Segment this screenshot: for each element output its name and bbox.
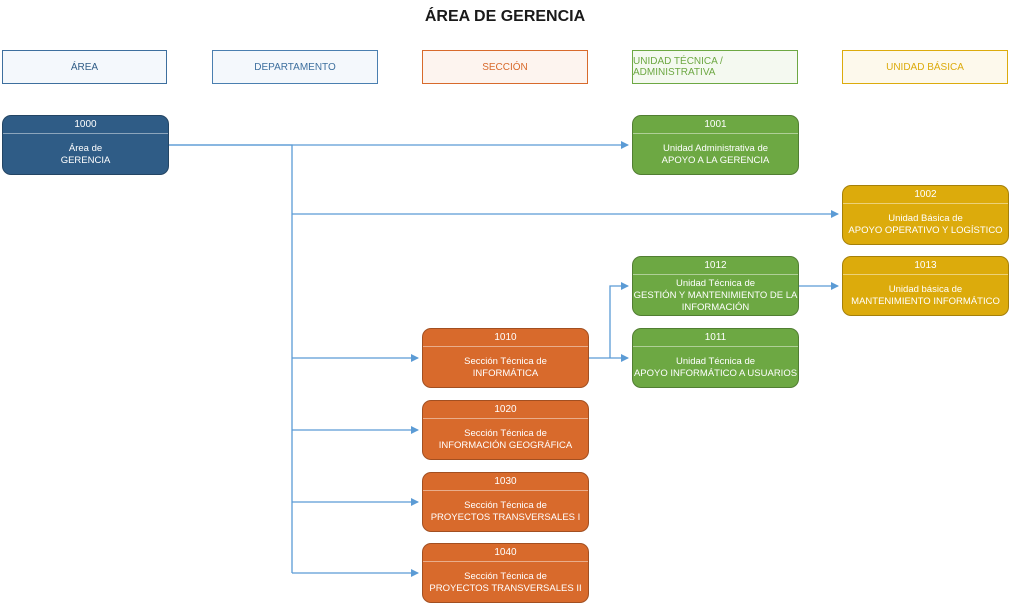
- legend-area: ÁREA: [2, 50, 167, 84]
- node-line: Sección Técnica de: [464, 356, 547, 367]
- node-line: Unidad Técnica de: [675, 356, 756, 367]
- node-line: APOYO OPERATIVO Y LOGÍSTICO: [848, 225, 1003, 236]
- node-code: 1020: [423, 401, 588, 419]
- node-line: INFORMACIÓN: [681, 302, 750, 313]
- node-line: INFORMACIÓN GEOGRÁFICA: [438, 440, 573, 451]
- node-line: PROYECTOS TRANSVERSALES I: [430, 512, 581, 523]
- node-code: 1010: [423, 329, 588, 347]
- node-line: Unidad básica de: [888, 284, 963, 295]
- legend-departamento-label: DEPARTAMENTO: [254, 61, 336, 73]
- node-line: Unidad Técnica de: [675, 278, 756, 289]
- legend-area-label: ÁREA: [70, 61, 99, 73]
- legend-seccion: SECCIÓN: [422, 50, 588, 84]
- node-line: Área de: [68, 143, 103, 154]
- node-code: 1001: [633, 116, 798, 134]
- legend-departamento: DEPARTAMENTO: [212, 50, 378, 84]
- legend-unidad-tecnica-label: UNIDAD TÉCNICA / ADMINISTRATIVA: [633, 56, 723, 78]
- node-line: APOYO A LA GERENCIA: [661, 155, 770, 166]
- node-code: 1000: [3, 116, 168, 134]
- legend-seccion-label: SECCIÓN: [482, 61, 528, 73]
- node-line: Unidad Administrativa de: [662, 143, 769, 154]
- node-line: MANTENIMIENTO INFORMÁTICO: [851, 296, 1000, 307]
- connector-1000-trunk: [168, 144, 293, 573]
- connector-1010-1012: [609, 282, 629, 358]
- node-code: 1011: [633, 329, 798, 347]
- node-line: Sección Técnica de: [464, 571, 547, 582]
- legend-unidad-tecnica: UNIDAD TÉCNICA / ADMINISTRATIVA: [632, 50, 798, 84]
- node-line: APOYO INFORMÁTICO A USUARIOS: [633, 368, 798, 379]
- node-line: PROYECTOS TRANSVERSALES II: [429, 583, 582, 594]
- legend-unidad-basica-label: UNIDAD BÁSICA: [886, 61, 964, 73]
- diagram-title: ÁREA DE GERENCIA: [424, 8, 586, 25]
- node-code: 1012: [633, 257, 798, 275]
- node-line: Unidad Básica de: [888, 213, 963, 224]
- node-code: 1002: [843, 186, 1008, 204]
- node-code: 1030: [423, 473, 588, 491]
- node-line: Sección Técnica de: [464, 428, 547, 439]
- node-line: INFORMÁTICA: [472, 368, 539, 379]
- node-line: Sección Técnica de: [464, 500, 547, 511]
- node-line: GERENCIA: [60, 155, 111, 166]
- node-code: 1040: [423, 544, 588, 562]
- node-line: GESTIÓN Y MANTENIMIENTO DE LA: [633, 290, 798, 301]
- legend-unidad-basica: UNIDAD BÁSICA: [842, 50, 1008, 84]
- node-code: 1013: [843, 257, 1008, 275]
